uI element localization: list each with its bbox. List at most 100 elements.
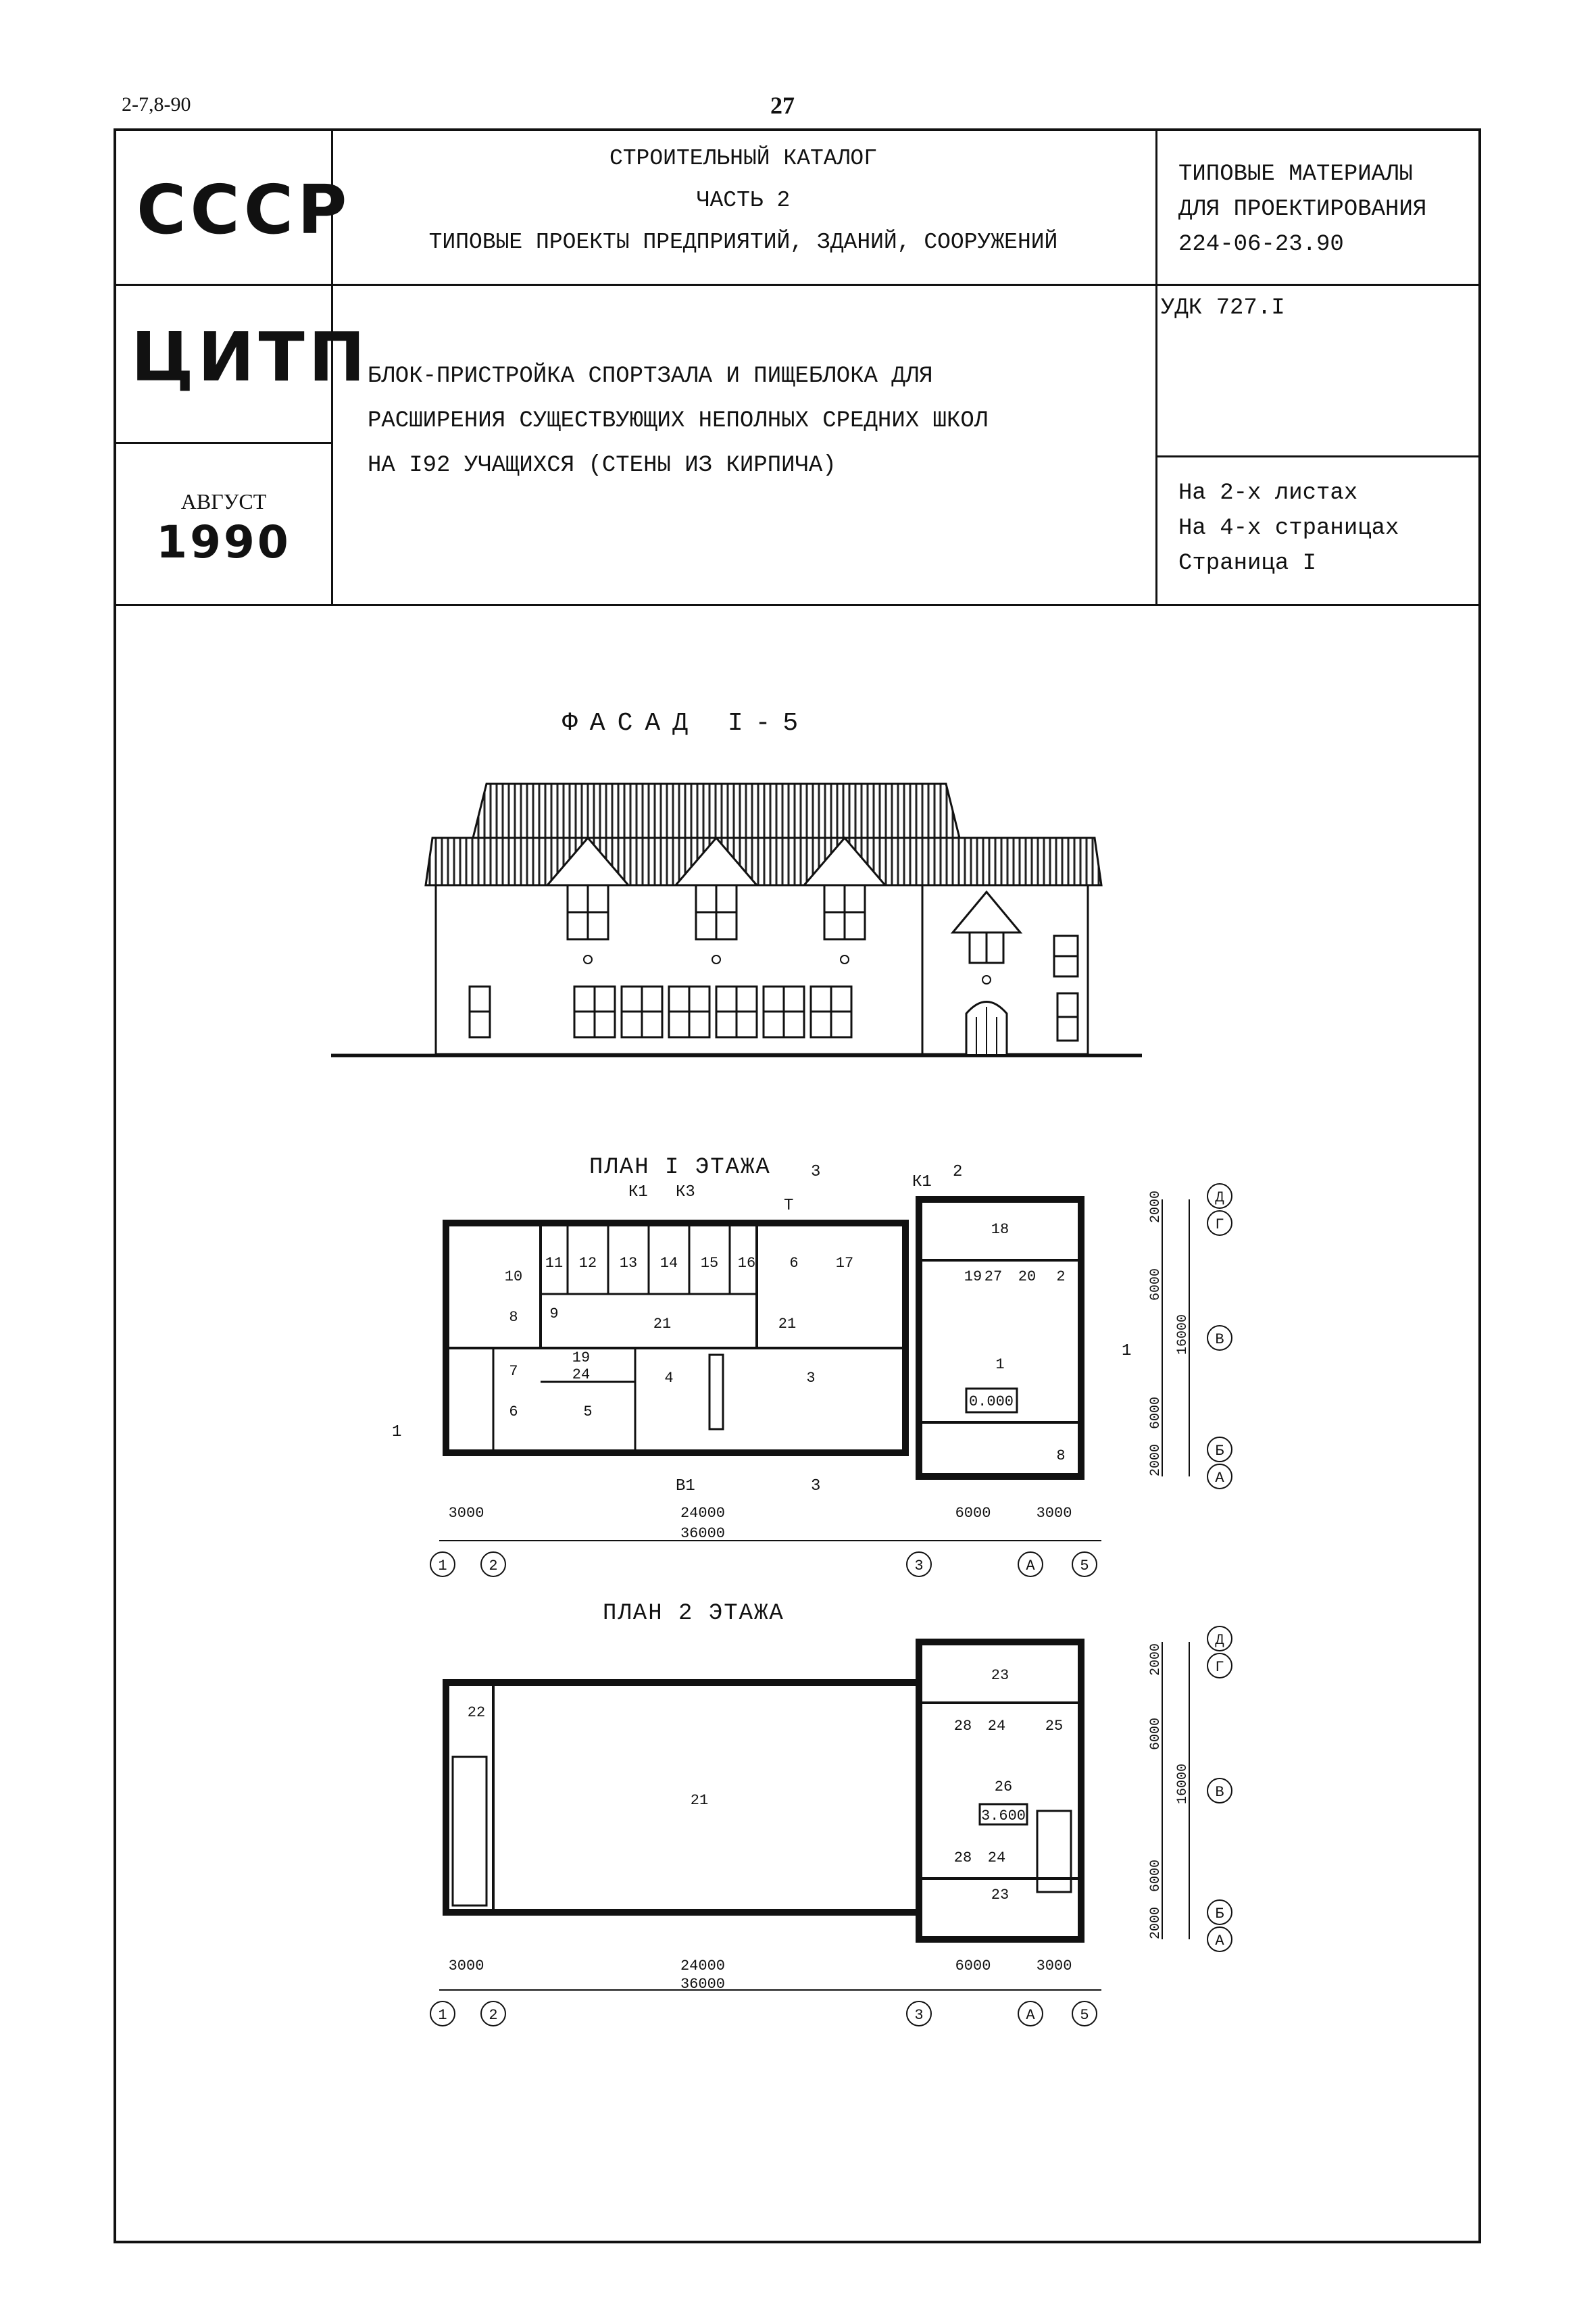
- dimension: 36000: [680, 1976, 725, 1993]
- dimension: 3000: [449, 1958, 484, 1974]
- plan1-side-axis-bubbles: [1207, 1183, 1232, 1489]
- mark-label: Т: [784, 1197, 793, 1215]
- lower-windows: [468, 985, 1079, 1042]
- plan1-side-dimensions: 2000 6000 16000 6000 2000: [1148, 1191, 1191, 1476]
- axis-label: 1: [438, 2007, 447, 2024]
- room-label: 27: [984, 1268, 1002, 1285]
- plan1-drawing: 11 12 13 14 15 16 6 17 18 19 27 20 2 10 …: [392, 1163, 1232, 1577]
- axis-label: 1: [438, 1558, 447, 1574]
- project-title-line3: НА I92 УЧАЩИХСЯ (СТЕНЫ ИЗ КИРПИЧА): [368, 453, 837, 478]
- dimension: 16000: [1175, 1764, 1191, 1804]
- project-title-line2: РАСШИРЕНИЯ СУЩЕСТВУЮЩИХ НЕПОЛНЫХ СРЕДНИХ…: [368, 408, 989, 434]
- catalog-subtitle: ТИПОВЫЕ ПРОЕКТЫ ПРЕДПРИЯТИЙ, ЗДАНИЙ, СОО…: [428, 230, 1058, 255]
- axis-label: 5: [1080, 2007, 1089, 2024]
- room-label: 19: [964, 1268, 982, 1285]
- room-label: 23: [991, 1667, 1009, 1684]
- dimension: 2000: [1148, 1191, 1164, 1223]
- dimension: 24000: [680, 1505, 725, 1522]
- room-label: 13: [620, 1255, 637, 1272]
- axis-label: А: [1215, 1933, 1224, 1949]
- plan1-level: 0.000: [969, 1393, 1014, 1410]
- upper-windows: [566, 884, 1079, 978]
- facade-title: ФАСАД I-5: [562, 709, 811, 738]
- plan2-side-dimensions: 2000 6000 16000 6000 2000: [1148, 1643, 1191, 1939]
- plan1-section-marks: 3 2 3 1 1: [392, 1163, 1131, 1495]
- axis-label: 2: [489, 2007, 497, 2024]
- room-label: 22: [468, 1704, 485, 1721]
- materials-line2: ДЛЯ ПРОЕКТИРОВАНИЯ: [1178, 197, 1427, 222]
- axis-label: А: [1026, 2007, 1035, 2024]
- room-label: 8: [509, 1309, 518, 1326]
- plan2-axis-labels: 1 2 3 А 5: [438, 2007, 1089, 2024]
- drawing-sheet: СССР ЦИТП АВГУСТ 1990 СТРОИТЕЛЬНЫЙ КАТАЛ…: [114, 128, 1481, 2243]
- room-label: 24: [988, 1849, 1005, 1866]
- room-label: 20: [1018, 1268, 1036, 1285]
- room-label: 7: [509, 1363, 518, 1380]
- room-label: 24: [988, 1718, 1005, 1735]
- mark-label: К3: [676, 1183, 695, 1201]
- udk-code: УДК 727.I: [1161, 295, 1285, 321]
- page-number: 27: [770, 92, 795, 119]
- plan1-lobby-walls: [916, 1196, 1084, 1480]
- room-label: 11: [545, 1255, 563, 1272]
- room-label: 28: [954, 1718, 972, 1735]
- materials-code: 224-06-23.90: [1178, 232, 1344, 257]
- axis-label: В: [1215, 1784, 1224, 1801]
- axis-label: 3: [914, 1558, 923, 1574]
- header-hline-org: [116, 442, 331, 444]
- sheet-count: На 2-х листах: [1178, 480, 1358, 506]
- room-label: 24: [572, 1366, 590, 1383]
- axis-label: Г: [1215, 1659, 1224, 1676]
- plan2-dimensions: 3000 24000 6000 3000 36000: [449, 1958, 1072, 1993]
- dimension: 16000: [1175, 1314, 1191, 1355]
- catalog-part: ЧАСТЬ 2: [696, 188, 791, 213]
- axis-label: В: [1215, 1331, 1224, 1348]
- dimension: 2000: [1148, 1643, 1164, 1676]
- plan2-side-axis-bubbles: [1207, 1626, 1232, 1952]
- axis-label: 2: [489, 1558, 497, 1574]
- header-hline-bottom: [116, 604, 1478, 606]
- plan2-axis-bubbles: [430, 2001, 1097, 2026]
- axis-label: Г: [1215, 1216, 1224, 1233]
- round-vents: [583, 955, 991, 985]
- room-label: 21: [653, 1316, 671, 1333]
- room-label: 14: [660, 1255, 678, 1272]
- catalog-heading: СТРОИТЕЛЬНЫЙ КАТАЛОГ ЧАСТЬ 2 ТИПОВЫЕ ПРО…: [334, 138, 1153, 264]
- room-label: 23: [991, 1887, 1009, 1903]
- page-count: На 4-х страницах: [1178, 516, 1399, 541]
- plan1-marks: К1 К3 Т К1 В1: [628, 1173, 932, 1495]
- issue-month: АВГУСТ: [180, 489, 267, 514]
- document-code: 2-7,8-90: [122, 93, 191, 116]
- plan2-side-axis-labels: Д Г В Б А: [1215, 1632, 1224, 1949]
- room-label: 6: [509, 1403, 518, 1420]
- dimension: 6000: [955, 1505, 991, 1522]
- dimension: 6000: [1148, 1268, 1164, 1301]
- axis-label: А: [1215, 1470, 1224, 1487]
- room-label: 26: [995, 1778, 1012, 1795]
- main-roof: [472, 782, 961, 839]
- dimension: 3000: [1037, 1505, 1072, 1522]
- header-divider-right: [1155, 131, 1157, 604]
- room-label: 8: [1056, 1447, 1065, 1464]
- mark-label: К1: [628, 1183, 648, 1201]
- issue-year: 1990: [156, 516, 291, 568]
- room-label: 6: [789, 1255, 798, 1272]
- materials-block: ТИПОВЫЕ МАТЕРИАЛЫ ДЛЯ ПРОЕКТИРОВАНИЯ 224…: [1178, 157, 1426, 262]
- project-title: БЛОК-ПРИСТРОЙКА СПОРТЗАЛА И ПИЩЕБЛОКА ДЛ…: [368, 354, 1145, 488]
- dimension: 6000: [1148, 1397, 1164, 1429]
- plan2-drawing: 22 21 23 28 24 25 26 28 24 23 3.600 3000…: [430, 1626, 1232, 2026]
- header-divider-left: [331, 131, 333, 604]
- room-label: 25: [1045, 1718, 1063, 1735]
- materials-line1: ТИПОВЫЕ МАТЕРИАЛЫ: [1178, 161, 1413, 187]
- org-citp: ЦИТП: [131, 318, 370, 397]
- dimension: 6000: [1148, 1718, 1164, 1750]
- plan2-title: ПЛАН 2 ЭТАЖА: [603, 1601, 784, 1626]
- room-label: 21: [778, 1316, 796, 1333]
- section-mark: 1: [392, 1423, 401, 1441]
- dimension: 6000: [1148, 1860, 1164, 1892]
- axis-label: Б: [1215, 1443, 1224, 1460]
- room-label: 1: [995, 1356, 1004, 1373]
- header-hline-1: [116, 284, 1478, 286]
- plan1-side-axis-labels: Д Г В Б А: [1215, 1189, 1224, 1487]
- catalog-title: СТРОИТЕЛЬНЫЙ КАТАЛОГ: [609, 146, 878, 171]
